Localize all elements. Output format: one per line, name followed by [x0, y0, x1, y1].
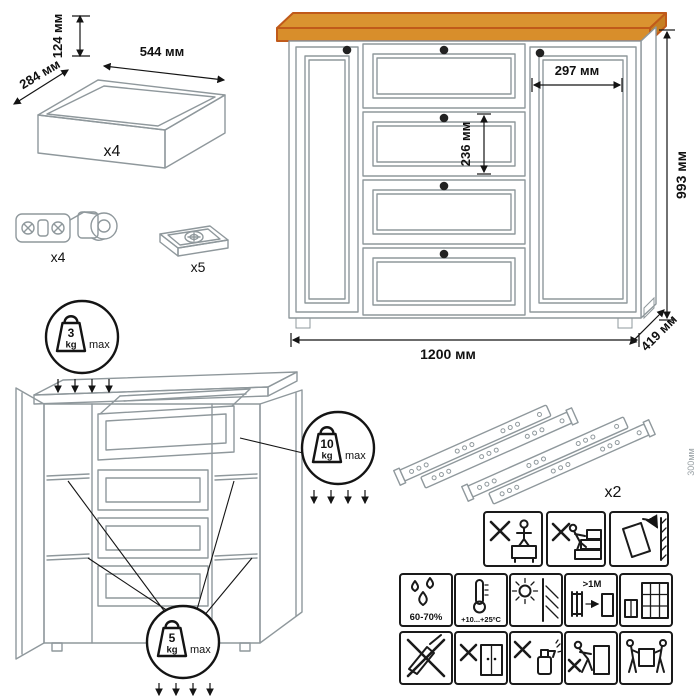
cabinet-left-door	[295, 46, 359, 313]
no-climbing-drawers-icon	[546, 511, 606, 567]
anti-tip-wall-anchor-icon	[609, 511, 669, 567]
hinge-count-label: x4	[51, 249, 66, 265]
door-width-label: 297 мм	[555, 63, 600, 78]
load-drawer-value: 10	[320, 437, 334, 451]
temperature-range-label: +10...+25ºC	[461, 615, 501, 624]
cabinet-diagram: 297 мм 236 мм 993 мм 1200 мм 419 мм	[276, 12, 689, 362]
load-top-unit: kg	[65, 340, 76, 351]
callout-pointer-lines	[67, 437, 304, 618]
foot-diagram: x5	[159, 225, 229, 275]
drawer-4-knob	[439, 249, 449, 259]
care-icon-grid: 60-70% +10...+25ºC >1M	[399, 511, 673, 685]
drawer-box-count-label: x4	[104, 143, 121, 160]
drawer-box-height-label: 124 мм	[50, 14, 65, 59]
hinge-diagram: x4	[15, 211, 118, 265]
load-shelf-value: 5	[169, 631, 176, 645]
cabinet-foot-left	[295, 317, 311, 329]
open-cabinet-diagram: 3 kg max 10 kg max	[15, 299, 376, 697]
heat-source-distance-icon: >1M	[564, 573, 618, 627]
drawer-slides-diagram: x2 300мм	[393, 404, 696, 505]
drawer-1-knob	[439, 45, 449, 55]
load-shelf-arrows	[155, 683, 214, 697]
load-drawer-unit: kg	[321, 451, 332, 462]
cabinet-foot-right	[617, 317, 633, 329]
cabinet-width-label: 1200 мм	[420, 346, 476, 362]
load-top-max-label: max	[89, 339, 110, 351]
load-top-value: 3	[68, 326, 75, 340]
temperature-range-icon: +10...+25ºC	[454, 573, 508, 627]
humidity-range-icon: 60-70%	[399, 573, 453, 627]
drawer-box-diagram: 124 мм 544 мм 284 мм x4	[13, 14, 226, 169]
weight-icon: 5 kg	[156, 620, 188, 658]
load-shelf-unit: kg	[166, 645, 177, 656]
no-cutting-icon	[399, 631, 453, 685]
foot-drawing	[159, 225, 229, 257]
drawer-box-width-arrow	[102, 62, 226, 84]
no-dragging-icon	[564, 631, 618, 685]
no-leaning-on-doors-icon	[454, 631, 508, 685]
load-top-arrows	[54, 379, 113, 394]
cabinet-height-label: 993 мм	[673, 151, 689, 199]
foot-count-label: x5	[191, 259, 206, 275]
cabinet-drawer-4	[362, 247, 526, 316]
cabinet-drawer-2	[362, 111, 526, 177]
cabinet-side-panel	[640, 26, 657, 319]
load-limit-drawer-callout: 10 kg max	[300, 410, 376, 505]
drawer-box-width-label: 544 мм	[140, 44, 185, 59]
open-cabinet-drawing	[15, 371, 303, 660]
drawer-slide-1	[393, 404, 579, 489]
load-drawer-arrows	[310, 490, 369, 505]
cabinet-depth-arrow	[629, 309, 665, 345]
slides-length-label: 300мм	[686, 448, 696, 475]
no-standing-icon	[483, 511, 543, 567]
avoid-direct-sunlight-icon	[509, 573, 563, 627]
drawer-2-knob	[439, 113, 449, 123]
cabinet-wood-top	[276, 12, 667, 42]
slides-count-label: x2	[605, 484, 622, 501]
weight-icon: 3 kg	[55, 315, 87, 353]
humidity-range-label: 60-70%	[410, 612, 443, 623]
drawer-height-label: 236 мм	[458, 122, 473, 167]
load-drawer-max-label: max	[345, 450, 366, 462]
left-door-knob	[342, 45, 352, 55]
cabinet-drawer-3	[362, 179, 526, 245]
two-person-carry-icon	[619, 631, 673, 685]
right-door-knob	[535, 48, 545, 58]
drawer-box-depth-arrow	[13, 69, 69, 105]
drawer-box-depth-label: 284 мм	[17, 56, 63, 92]
weight-icon: 10 kg	[311, 426, 343, 464]
cabinet-right-door	[529, 46, 637, 313]
no-chemicals-icon	[509, 631, 563, 685]
load-limit-shelf-callout: 5 kg max	[145, 604, 221, 697]
cabinet-drawer-1	[362, 43, 526, 109]
load-shelf-max-label: max	[190, 644, 211, 656]
drawer-3-knob	[439, 181, 449, 191]
drawer-slide-2	[461, 416, 656, 505]
hinge-drawing	[15, 211, 118, 243]
load-limit-top-callout: 3 kg max	[44, 299, 120, 394]
heat-distance-label: >1M	[583, 579, 602, 590]
drawer-box-drawing	[37, 79, 226, 169]
window-ventilation-icon	[619, 573, 673, 627]
